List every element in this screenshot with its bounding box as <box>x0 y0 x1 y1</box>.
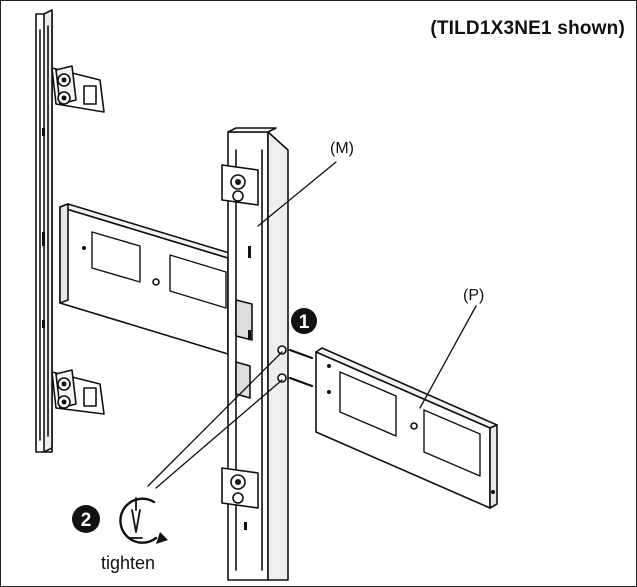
m-upper-bracket <box>221 164 259 206</box>
right-crossbar-p <box>315 347 498 509</box>
tighten-rotation-icon <box>119 497 168 544</box>
rear-crossbar <box>59 203 237 355</box>
label-m: (M) <box>330 140 354 157</box>
step-2-badge: 2 <box>72 505 100 533</box>
tighten-label: tighten <box>101 553 156 573</box>
top-bracket <box>51 65 105 113</box>
step-2-number: 2 <box>81 510 92 531</box>
model-caption: (TILD1X3NE1 shown) <box>430 18 625 39</box>
screw-lower <box>277 373 287 383</box>
leader-lines <box>147 161 477 489</box>
screw-upper <box>277 345 287 355</box>
center-rail-m <box>221 127 289 581</box>
step-1-badge: 1 <box>291 308 317 334</box>
bottom-bracket <box>51 369 105 415</box>
screw-arrows <box>288 348 314 388</box>
step-1-number: 1 <box>299 312 310 333</box>
label-p: (P) <box>463 287 485 304</box>
m-lower-bracket <box>221 467 259 509</box>
left-rail <box>35 9 105 453</box>
